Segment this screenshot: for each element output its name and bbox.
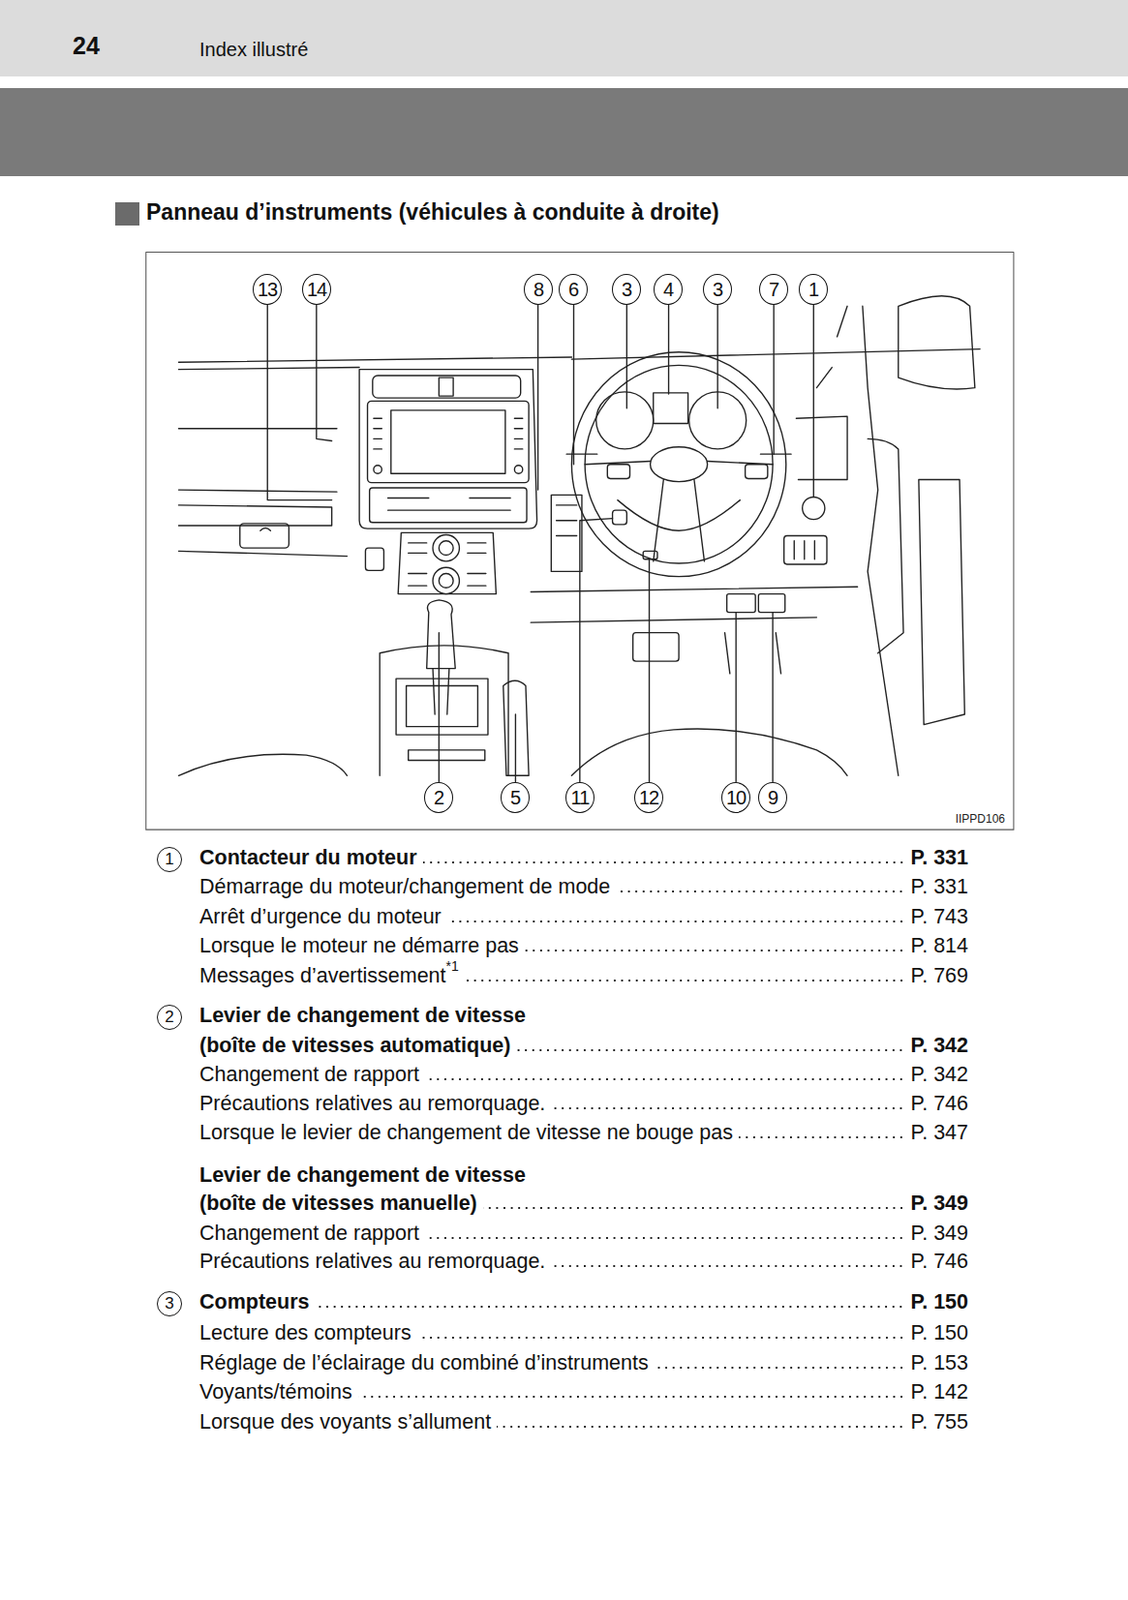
index-entry: Contacteur du moteur [199,845,418,871]
index-entry: Voyants/témoins [199,1379,353,1405]
dot-leader [516,1048,905,1053]
index-row: Précautions relatives au remorquage. P. 7… [199,1247,969,1275]
section-band [0,88,1128,177]
index-entry: Compteurs [199,1289,309,1315]
dot-leader [524,948,906,953]
index-entry: Messages d’avertissement [199,963,447,989]
header-bar [0,0,1128,77]
item-number: 2 [156,1005,183,1031]
dot-leader [550,1264,905,1269]
index-row: Compteurs P. 150 [199,1287,969,1315]
index-row: (boîte de vitesses automatique) P. 342 [199,1031,969,1059]
item-number: 1 [156,847,183,873]
footnote-mark: *1 [446,953,459,979]
index-row: Lorsque des voyants s’allument P. 755 [199,1407,969,1435]
callout-number: 3 [611,274,641,305]
index-row: Messages d’avertissement*1P. 769 [199,961,969,989]
index-entry: Changement de rapport [199,1220,420,1247]
index-row: Changement de rapport P. 342 [199,1060,969,1088]
callout-number: 6 [558,274,588,305]
page-reference: P. 331 [911,845,969,871]
page-number: 24 [72,31,100,61]
index-row: Lorsque le moteur ne démarre pas P. 814 [199,931,969,959]
dot-leader [615,889,905,894]
index-entry: Précautions relatives au remorquage. [199,1249,546,1275]
index-entry: Arrêt d’urgence du moteur [199,904,442,930]
index-row: Contacteur du moteur P. 331 [199,843,969,871]
index-row: Précautions relatives au remorquage. P. 7… [199,1089,969,1117]
page-reference: P. 814 [911,933,969,959]
index-row: Changement de rapport P. 349 [199,1219,969,1247]
callout-number: 13 [252,274,282,305]
callout-number: 12 [634,782,664,814]
index-entry: Lorsque le moteur ne démarre pas [199,933,519,959]
dot-leader [447,919,906,924]
running-header: Index illustré [199,38,308,61]
figure-code: IIPPD106 [955,812,1006,826]
page-reference: P. 743 [911,904,969,930]
index-entry: Changement de rapport [199,1062,420,1088]
page-reference: P. 342 [911,1033,969,1059]
index-row: (boîte de vitesses manuelle) P. 349 [199,1188,969,1217]
index-entry: (boîte de vitesses manuelle) [199,1190,478,1217]
page-reference: P. 331 [911,874,969,900]
callout-number: 2 [424,782,454,814]
page-reference: P. 142 [911,1379,969,1405]
callout-number: 14 [302,274,332,305]
callout-number: 4 [653,274,683,305]
index-row: Arrêt d’urgence du moteur P. 743 [199,902,969,930]
callout-number: 1 [798,274,828,305]
dot-leader [425,1077,906,1082]
page-reference: P. 746 [911,1091,969,1117]
index-row: Réglage de l’éclairage du combiné d’inst… [199,1348,969,1376]
index-entry: (boîte de vitesses automatique) [199,1033,511,1059]
callout-number: 5 [500,782,530,814]
page-reference: P. 342 [911,1062,969,1088]
page-reference: P. 755 [911,1409,969,1435]
callout-number: 3 [702,274,732,305]
callout-number: 8 [523,274,553,305]
index-entry: Démarrage du moteur/changement de mode [199,874,610,900]
dot-leader [483,1206,906,1211]
index-row: Levier de changement de vitesse [199,1160,969,1189]
callout-number: 7 [759,274,789,305]
dot-leader [358,1395,906,1400]
dot-leader [423,860,906,865]
index-entry: Levier de changement de vitesse [199,1003,526,1029]
index-entry: Précautions relatives au remorquage. [199,1091,546,1117]
index-entry: Lorsque des voyants s’allument [199,1409,491,1435]
page-reference: P. 349 [911,1190,969,1217]
index-entry: Lecture des compteurs [199,1320,412,1346]
callout-number: 10 [721,782,751,814]
index-row: Lecture des compteurs P. 150 [199,1318,969,1346]
page-reference: P. 347 [911,1120,969,1146]
item-number: 3 [156,1291,183,1317]
index-entry: Levier de changement de vitesse [199,1162,526,1189]
dot-leader [314,1305,905,1310]
dot-leader [654,1366,906,1371]
page-reference: P. 349 [911,1220,969,1247]
page-reference: P. 150 [911,1320,969,1346]
page-reference: P. 746 [911,1249,969,1275]
index-row: Voyants/témoins P. 142 [199,1377,969,1405]
page-reference: P. 150 [911,1289,969,1315]
dot-leader [425,1236,906,1241]
dot-leader [550,1106,905,1111]
page-reference: P. 153 [911,1350,969,1376]
index-row: Lorsque le levier de changement de vites… [199,1118,969,1146]
index-row: Démarrage du moteur/changement de mode P.… [199,872,969,900]
dot-leader [738,1135,906,1140]
dot-leader [464,978,906,983]
callout-number: 9 [758,782,788,814]
page-reference: P. 769 [911,963,969,989]
index-row: Levier de changement de vitesse [199,1001,969,1029]
index-entry: Lorsque le levier de changement de vites… [199,1120,733,1146]
dot-leader [417,1336,906,1341]
title-square [115,202,140,226]
dot-leader [496,1425,905,1430]
callout-number: 11 [565,782,595,814]
section-title: Panneau d’instruments (véhicules à condu… [146,199,720,226]
index-entry: Réglage de l’éclairage du combiné d’inst… [199,1350,649,1376]
